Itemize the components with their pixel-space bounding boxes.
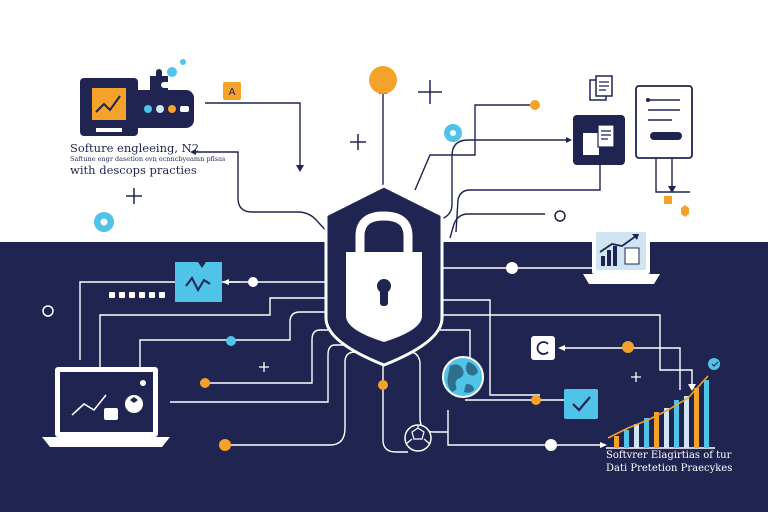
connector-line [382,356,408,453]
connector-line [432,329,471,360]
cog-dot-icon [180,59,186,65]
connector-line [170,344,352,403]
sparkle-icon [418,80,442,104]
node-dot [622,341,634,353]
top-caption-line1: Softure engleeing, N2 [70,141,200,155]
bottom-caption-line1: Softvrer Elagirtias of tur [606,450,732,461]
network-ball-icon [404,424,432,452]
node-dot [545,439,557,451]
sparkle-icon [631,372,641,382]
arrow-head [190,149,196,155]
connector-line [455,165,601,233]
node-dot [42,305,54,317]
node-dot [219,439,231,451]
arrow-head [668,186,676,193]
document-card-icon [573,115,625,165]
top-caption-line2: Saftune engr dasetion evn ecnncbyeamn pf… [70,154,226,163]
dots-indicator [109,292,165,298]
sparkle-icon [126,188,142,204]
bottom-caption-line2: Dati Pretetion Praecykes [606,463,733,474]
sparkle-icon [259,362,269,372]
shield-tag-icon [664,196,689,217]
refresh-icon [531,336,555,360]
node-dot [378,380,388,390]
puzzle-icon [150,69,168,94]
connector-line [438,314,693,385]
top-caption-line3: with descops practies [70,162,197,177]
connector-line [655,158,690,193]
globe-icon [442,356,484,398]
arrow-head [600,442,607,448]
connector-line [435,299,540,396]
arrow-head [296,165,304,172]
activity-card-icon [175,262,222,302]
sparkle-icon [350,134,366,150]
node-dot [506,262,518,274]
arrow-head [222,279,229,285]
top-connectors [195,88,690,239]
top-caption: Softure engleeing, N2 Saftune engr daset… [70,142,225,176]
connector-line [565,347,681,390]
connector-line [99,297,330,370]
letter-badge: A [223,82,241,100]
node-dot [200,378,210,388]
connector-line [225,351,365,446]
node-dot [530,100,540,110]
sparkle-icons [126,80,442,204]
connector-line [79,281,330,360]
bottom-caption: Softvrer Elagirtias of tur Dati Pretetio… [606,450,732,474]
laptop-icon [42,367,170,447]
connector-line [200,329,340,384]
node-dot [531,395,541,405]
document-stack-icon [589,75,613,101]
bottom-connectors [79,267,693,453]
connector-line [195,151,331,236]
node-dot [226,336,236,346]
connector-line [414,104,530,191]
connector-line [205,102,301,165]
padlock-shield-icon [324,184,444,367]
form-document-icon [635,85,693,159]
connector-line [429,139,570,233]
connector-line [449,213,545,239]
gear-icon [444,124,462,142]
check-icon [564,389,598,419]
node-dot [248,277,258,287]
cog-dot-icon [167,67,177,77]
chat-bubble-icon [130,90,194,128]
bar-chart-icon [606,358,720,449]
node-dot [554,210,566,222]
orange-dot-icon [369,66,397,94]
laptop-chart-icon [583,228,660,284]
letter-badge-text: A [229,87,236,98]
connector-line [139,311,335,370]
arrow-head [688,384,696,391]
arrow-head [566,137,572,143]
gear-icon [94,212,114,232]
arrow-head [558,345,565,351]
monitor-icon [80,78,138,136]
